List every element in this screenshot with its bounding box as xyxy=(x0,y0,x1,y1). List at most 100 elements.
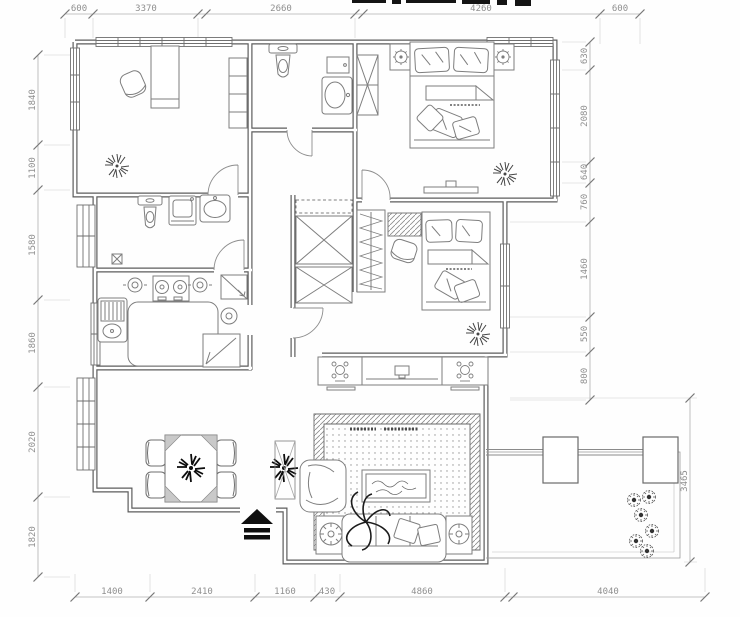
bathroom-top xyxy=(268,43,353,115)
bedroom-2 xyxy=(387,211,491,347)
washing-machine-icon xyxy=(168,195,197,226)
dim-label: 640 xyxy=(580,164,590,180)
dim-label: 1160 xyxy=(274,587,296,597)
pillow-icon xyxy=(453,46,489,74)
dim-label: 4860 xyxy=(411,587,433,597)
hallway-closets xyxy=(295,199,386,304)
double-bed-icon xyxy=(409,41,495,149)
single-bed-icon xyxy=(421,211,491,311)
washbasin-icon xyxy=(199,194,231,223)
window-icon xyxy=(500,243,510,329)
cushion-icon xyxy=(417,523,441,547)
study-desk-row xyxy=(317,356,489,391)
dressing-table-icon xyxy=(387,212,422,264)
dim-label: 430 xyxy=(319,587,335,597)
dining-chair-icon xyxy=(145,439,167,467)
flower-shrub-icon xyxy=(627,493,641,507)
bookshelf-icon xyxy=(228,57,248,129)
washbasin-icon xyxy=(321,76,353,115)
dim-label: 3370 xyxy=(135,4,157,14)
small-appliance-icon xyxy=(220,307,238,325)
blanket-icon xyxy=(425,84,495,106)
window-icon xyxy=(76,377,96,471)
dimensions-top: 600 3370 2660 4260 600 xyxy=(59,4,646,20)
windows xyxy=(70,37,560,471)
dim-label: 550 xyxy=(580,326,590,342)
dimension-overall-right: 3465 xyxy=(680,392,696,568)
study-room xyxy=(104,45,248,179)
dimensions-right: 630 2080 640 760 1460 550 800 xyxy=(580,36,596,406)
cushion-icon xyxy=(452,116,480,140)
pillow-icon xyxy=(455,219,483,243)
dim-label: 4040 xyxy=(597,587,619,597)
dim-label: 1100 xyxy=(28,157,38,179)
window-icon xyxy=(550,59,560,197)
kitchen-sink-icon xyxy=(97,297,128,343)
dim-label: 1460 xyxy=(580,258,590,280)
dim-label: 2410 xyxy=(191,587,213,597)
gas-stove-icon xyxy=(152,275,190,302)
railing-icon xyxy=(486,449,643,456)
master-bedroom xyxy=(356,41,518,194)
refrigerator-icon xyxy=(202,333,241,368)
bathroom-left xyxy=(111,194,231,265)
wardrobe-x-icon xyxy=(356,54,379,116)
dim-label: 1860 xyxy=(28,332,38,354)
dim-label: 1400 xyxy=(101,587,123,597)
dining-chair-icon xyxy=(215,471,237,499)
desk-icon xyxy=(150,45,180,109)
flower-shrub-icon xyxy=(629,534,643,548)
living-room xyxy=(269,413,481,563)
cushion-icon xyxy=(393,518,421,544)
cooking-pot-icon xyxy=(123,277,147,293)
dim-label: 2080 xyxy=(580,105,590,127)
dim-label: 630 xyxy=(580,48,590,64)
blanket-icon xyxy=(427,248,490,270)
floor-drain-icon xyxy=(111,253,123,265)
corner-cabinet-icon xyxy=(220,274,248,300)
door-swing-icon xyxy=(213,239,245,271)
potted-plant-icon xyxy=(465,321,491,347)
flower-shrub-icon xyxy=(634,508,648,522)
dim-label: 4260 xyxy=(470,4,492,14)
armchair-icon xyxy=(299,459,347,513)
terrace-column-icon xyxy=(642,436,679,484)
terrace xyxy=(486,436,681,559)
window-icon xyxy=(70,47,80,131)
wardrobe-x-icon xyxy=(295,215,353,265)
cushion-icon xyxy=(453,279,481,303)
dim-label: 1840 xyxy=(28,89,38,111)
toilet-icon xyxy=(268,43,298,78)
terrace-boundary xyxy=(486,451,681,559)
toilet-icon xyxy=(137,195,163,229)
doors xyxy=(207,129,391,339)
tv-console-icon xyxy=(423,180,479,194)
window-icon xyxy=(76,204,96,268)
dim-label: 800 xyxy=(580,368,590,384)
potted-plant-icon xyxy=(104,153,130,179)
cushion-icon xyxy=(416,104,444,132)
pillow-icon xyxy=(414,46,450,74)
tall-plant-icon xyxy=(346,491,391,551)
dim-label: 600 xyxy=(612,4,628,14)
flower-shrub-icon xyxy=(642,490,656,504)
door-swing-icon xyxy=(286,129,313,157)
dim-label: 1580 xyxy=(28,234,38,256)
window-icon xyxy=(95,37,233,47)
shelf-dashed-icon xyxy=(295,199,353,214)
mirror-cabinet-icon xyxy=(326,56,350,74)
dim-label: 760 xyxy=(580,194,590,210)
hanger-rack-icon xyxy=(356,209,386,293)
dimensions-left: 1840 1100 1580 1860 2020 1820 xyxy=(28,49,44,583)
coffee-table-icon xyxy=(361,469,431,503)
dining-chair-icon xyxy=(145,471,167,499)
door-swing-icon xyxy=(207,164,239,196)
dining-table-icon xyxy=(164,434,218,503)
wardrobe-x-icon xyxy=(295,266,353,304)
cropped-title-artifact xyxy=(352,0,531,6)
door-swing-icon xyxy=(361,169,391,201)
dim-label: 3465 xyxy=(680,470,690,492)
kitchen xyxy=(97,274,248,368)
